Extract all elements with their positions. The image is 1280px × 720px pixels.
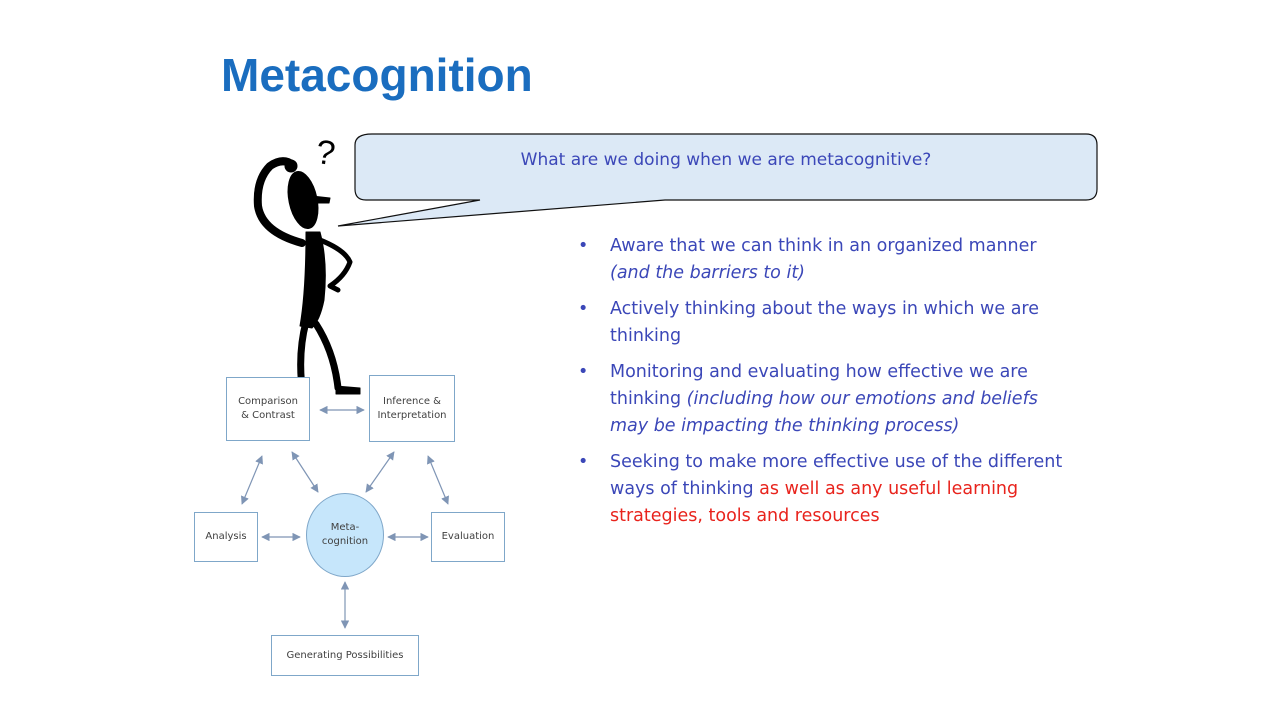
center-line1: Meta- bbox=[330, 522, 360, 533]
bullet-monitoring: Monitoring and evaluating how effective … bbox=[578, 359, 1078, 440]
bullet-aware: Aware that we can think in an organized … bbox=[578, 233, 1078, 287]
diagram-arrows bbox=[241, 405, 449, 629]
slide-title: Metacognition bbox=[221, 49, 533, 101]
node-inference-line1: Inference & bbox=[383, 395, 441, 407]
bullet-seeking-red: as well as any useful learning strategie… bbox=[610, 479, 1019, 526]
bullet-seeking: Seeking to make more effective use of th… bbox=[578, 449, 1078, 530]
bullet-aware-text: Aware that we can think in an organized … bbox=[610, 236, 1037, 256]
node-comparison-line2: & Contrast bbox=[241, 410, 295, 421]
bubble-question: What are we doing when we are metacognit… bbox=[520, 150, 932, 170]
bullet-actively-text: Actively thinking about the ways in whic… bbox=[610, 299, 1039, 346]
speech-bubble bbox=[337, 133, 1098, 227]
bullet-actively: Actively thinking about the ways in whic… bbox=[578, 296, 1078, 350]
arrow-comparison-center bbox=[291, 451, 319, 493]
node-generating-possibilities: Generating Possibilities bbox=[271, 635, 419, 676]
center-line2: cognition bbox=[321, 536, 369, 547]
stick-figure-icon bbox=[253, 157, 361, 396]
node-comparison-line1: Comparison bbox=[238, 396, 298, 407]
node-analysis: Analysis bbox=[194, 512, 258, 562]
arrow-inference-center bbox=[365, 451, 395, 493]
arrow-comparison-analysis bbox=[241, 455, 263, 505]
node-evaluation: Evaluation bbox=[431, 512, 505, 562]
bullet-aware-italic: (and the barriers to it) bbox=[610, 263, 806, 283]
bullet-monitoring-text: Monitoring and evaluating how effective … bbox=[610, 362, 1028, 409]
node-inference-interpretation: Inference & Interpretation bbox=[369, 375, 455, 442]
bullet-monitoring-italic: (including how our emotions and beliefs … bbox=[610, 389, 1038, 436]
node-inference-line2: Interpretation bbox=[377, 409, 447, 421]
node-comparison-contrast: Comparison & Contrast bbox=[226, 377, 310, 441]
arrow-inference-evaluation bbox=[427, 455, 449, 505]
node-metacognition-center: Meta- cognition bbox=[306, 493, 384, 577]
bullet-list: Aware that we can think in an organized … bbox=[578, 233, 1078, 539]
bullet-seeking-text: Seeking to make more effective use of th… bbox=[610, 452, 1063, 499]
